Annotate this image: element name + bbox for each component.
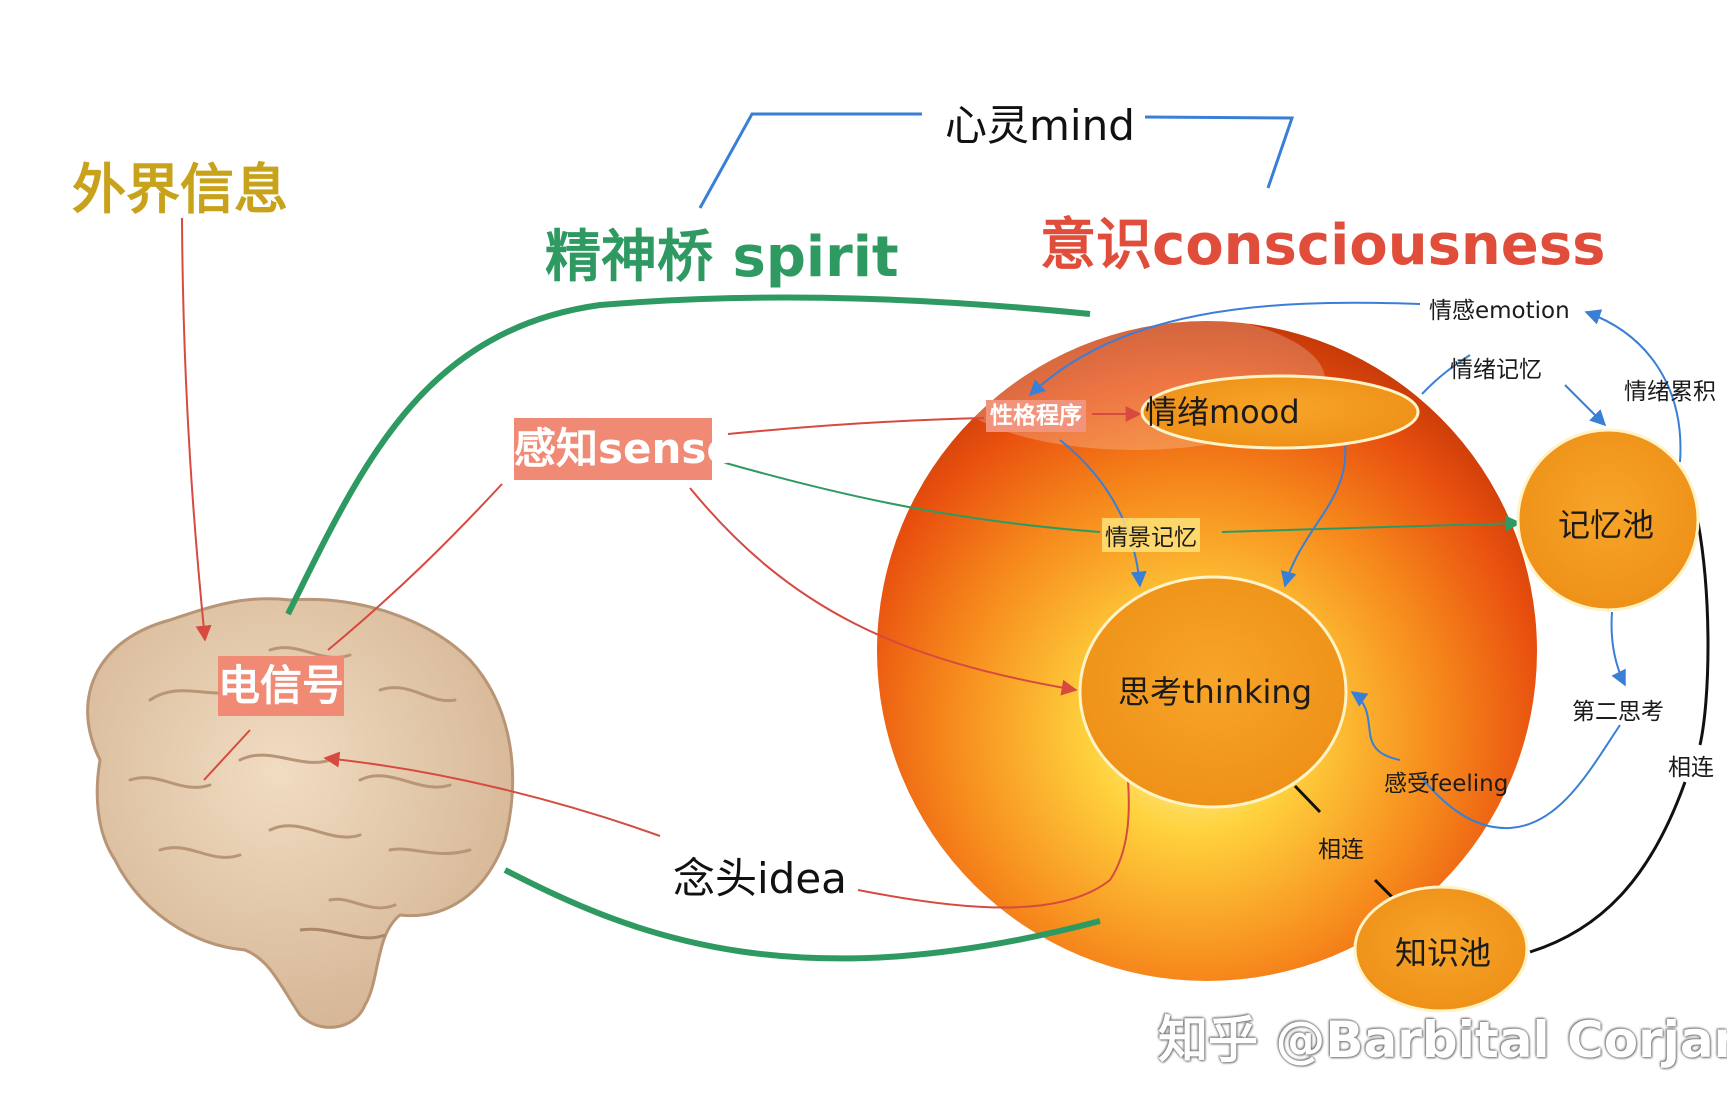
episodic-to-memory-arrow (1221, 515, 1522, 533)
memory-pool-label: 记忆池 (1558, 506, 1655, 544)
connected-label-2: 相连 (1668, 755, 1714, 781)
idea-label: 念头idea (673, 854, 847, 903)
mood-to-thinking-arrow (1281, 445, 1347, 588)
spirit-bridge-lower (503, 867, 1101, 962)
knowledge-pool-node (1353, 885, 1529, 1013)
emotion-to-personality-arrow (1028, 301, 1421, 397)
consciousness-label: 意识consciousness (1040, 213, 1606, 278)
feeling-to-thinking-arrow (1350, 691, 1401, 761)
thinking-node (1078, 575, 1348, 809)
memory-knowledge-connector (1529, 521, 1710, 954)
emotion-accumulation-label: 情绪累积 (1624, 379, 1716, 405)
emotional-memory-label: 情绪记忆 (1450, 357, 1542, 383)
pool-to-second-arrow (1610, 611, 1626, 687)
thinking-label: 思考thinking (1118, 673, 1313, 711)
sense-to-personality-arrow (727, 417, 985, 435)
mood-label: 情绪mood (1145, 393, 1300, 431)
outside-info-label: 外界信息 (72, 158, 288, 221)
signal-inner-line (203, 729, 251, 781)
sense-to-memory-arrow (714, 459, 1101, 533)
second-to-feeling-arrow (1419, 724, 1621, 830)
memory-pool-node (1516, 428, 1700, 612)
second-thinking-label: 第二思考 (1572, 699, 1664, 725)
outside-info-arrow (181, 217, 212, 642)
feeling-label: 感受feeling (1384, 771, 1509, 797)
watermark: 知乎 @Barbital Corjam (1158, 1011, 1727, 1069)
spirit-bridge-upper (285, 294, 1091, 616)
thinking-to-idea-line (857, 779, 1130, 909)
brain-illustration (86, 597, 515, 1029)
connected-label-1: 相连 (1318, 837, 1364, 863)
mood-node (1140, 374, 1420, 450)
mind-bracket (698, 112, 1295, 209)
accumulation-to-emotion-arrow (1584, 309, 1682, 463)
idea-to-brain-arrow (323, 751, 661, 837)
knowledge-pool-label: 知识池 (1395, 934, 1492, 972)
personality-to-thinking-arrow (1059, 439, 1147, 588)
mind-label: 心灵mind (935, 92, 1145, 153)
emotion-label: 情感emotion (1426, 291, 1573, 325)
emomem-to-pool-arrow (1564, 384, 1607, 427)
personality-program-label: 性格程序 (986, 400, 1086, 432)
spirit-label: 精神桥 spirit (545, 225, 899, 290)
emotional-memory-arrow (1421, 354, 1471, 395)
episodic-memory-label: 情景记忆 (1102, 518, 1200, 552)
sense-label: 感知sense (514, 418, 735, 480)
electric-signal-label: 电信号 (218, 656, 344, 716)
signal-to-sense-line (327, 483, 503, 651)
sense-to-thinking-arrow (689, 487, 1078, 696)
